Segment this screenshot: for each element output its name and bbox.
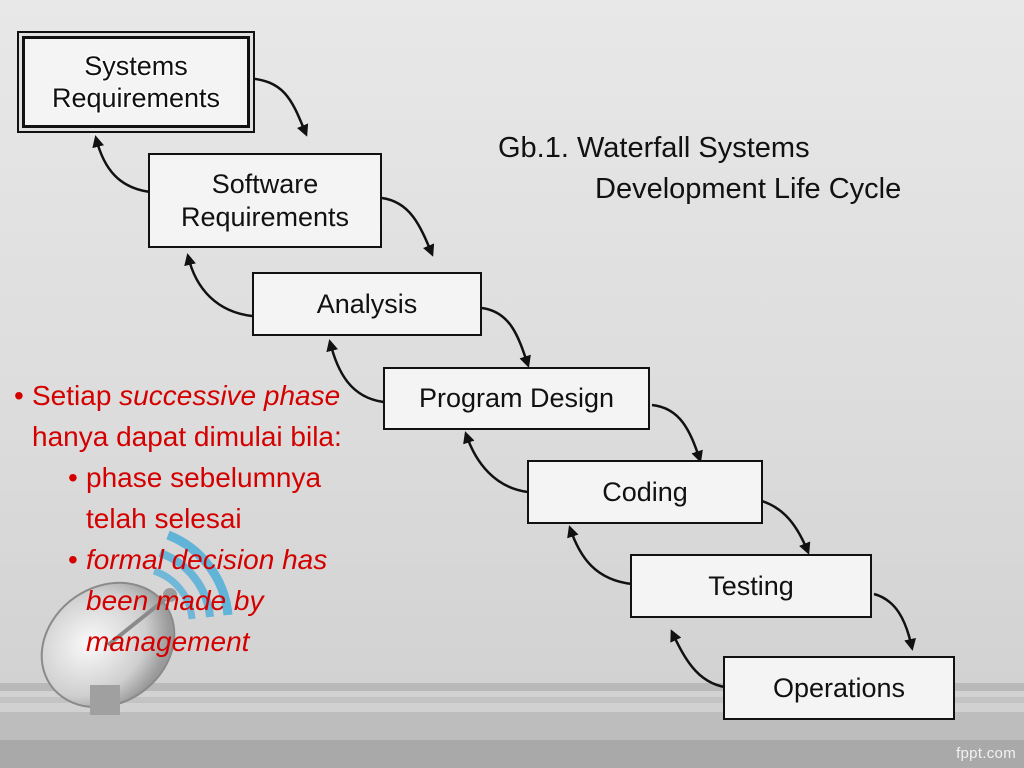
forward-arrow: [245, 76, 309, 137]
forward-arrow: [873, 592, 916, 651]
step-label: Coding: [602, 476, 688, 507]
bullet-icon: [68, 457, 78, 498]
figure-caption: Gb.1. Waterfall Systems Development Life…: [498, 128, 901, 209]
backward-arrow: [463, 431, 529, 494]
backward-arrow: [92, 135, 151, 194]
sub-bullet-item: phase sebelumnya telah selesai: [14, 457, 376, 539]
decorative-band: [0, 697, 1024, 703]
step-label: Operations: [772, 672, 906, 703]
sub-bullet-item: formal decision has been made by managem…: [14, 539, 356, 662]
step-label: Analysis: [316, 288, 418, 319]
footer-bar: [0, 740, 1024, 768]
step-label: Systems: [84, 50, 188, 81]
decorative-band: [0, 683, 1024, 691]
backward-arrow: [567, 525, 633, 586]
step-label: Program Design: [418, 383, 615, 414]
backward-arrow: [670, 629, 733, 690]
forward-arrow: [481, 306, 531, 368]
step-label: Requirements: [180, 201, 350, 232]
step-label: Testing: [708, 570, 794, 601]
backward-arrow: [326, 339, 385, 404]
step-testing: Testing: [630, 554, 872, 618]
step-label: Software: [211, 169, 319, 200]
bullet-icon: [68, 539, 78, 580]
footer-brand: fppt.com: [956, 745, 1016, 762]
forward-arrow: [651, 403, 703, 463]
bullet-icon: [14, 375, 24, 416]
caption-line: Gb.1. Waterfall Systems: [498, 132, 810, 164]
step-coding: Coding: [527, 460, 763, 524]
caption-line: Development Life Cycle: [595, 172, 902, 205]
bullet-item: Setiap successive phase hanya dapat dimu…: [14, 375, 374, 457]
step-program-design: Program Design: [383, 367, 650, 430]
step-operations: Operations: [723, 656, 955, 720]
satellite-dish-icon: [40, 530, 233, 715]
step-analysis: Analysis: [252, 272, 482, 336]
step-label: Requirements: [51, 83, 221, 113]
forward-arrow: [381, 196, 435, 257]
bullet-list: Setiap successive phase hanya dapat dimu…: [14, 375, 374, 662]
backward-arrow: [184, 253, 253, 318]
